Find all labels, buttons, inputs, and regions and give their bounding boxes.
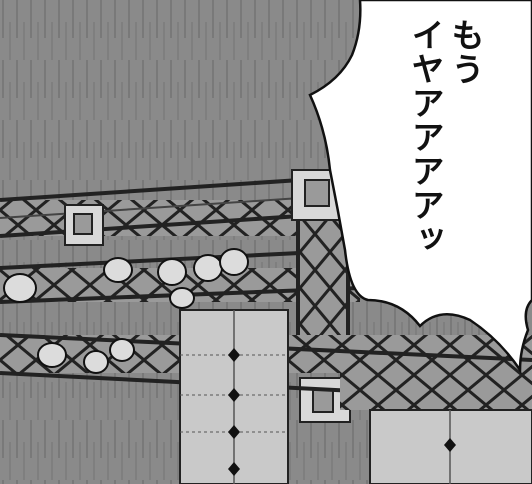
upper-truss (0, 178, 301, 238)
bubble-text-line-2: イヤアアアアッ (406, 18, 445, 256)
speaker-stack (179, 309, 289, 484)
speaker-stack-right (369, 409, 532, 484)
stage-spotlights (3, 248, 249, 374)
speech-bubble (308, 0, 532, 375)
bubble-text-line-1: もう (446, 18, 485, 86)
